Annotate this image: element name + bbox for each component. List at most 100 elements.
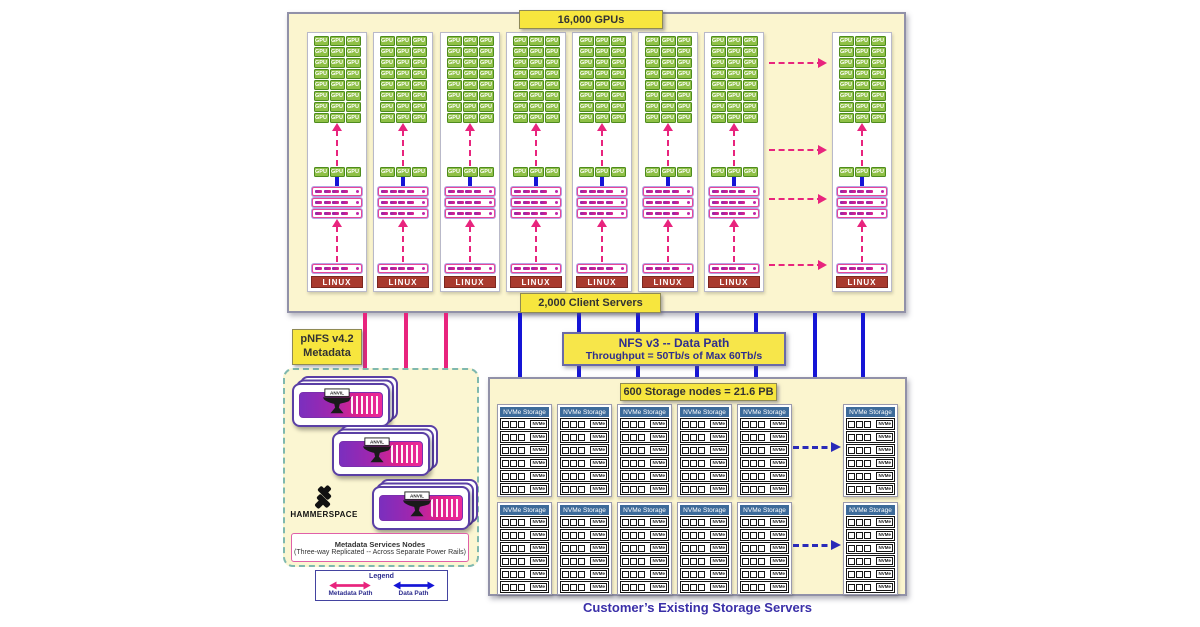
nvme-drive-row: NVMe (620, 470, 669, 482)
nvme-drive-label: NVMe (710, 544, 727, 552)
nvme-drive-label: NVMe (650, 485, 667, 493)
gpu-chip: GPU (512, 47, 528, 57)
gpu-chip: GPU (411, 113, 427, 123)
gpu-chip: GPU (528, 47, 544, 57)
gpu-chip: GPU (462, 167, 478, 177)
hammerspace-brand-text: HAMMERSPACE (290, 510, 358, 519)
gpu-chip: GPU (870, 80, 886, 90)
gpu-chip: GPU (544, 69, 560, 79)
gpu-chip: GPU (329, 80, 345, 90)
gpu-chip: GPU (544, 36, 560, 46)
anvil-appliance: ANVIL (332, 432, 430, 476)
nvme-drive-label: NVMe (710, 485, 727, 493)
nvme-drive-row: NVMe (846, 431, 895, 443)
gpu-chip: GPU (313, 69, 329, 79)
gpu-chip: GPU (870, 69, 886, 79)
gpu-chip: GPU (528, 167, 544, 177)
gpu-chip: GPU (610, 36, 626, 46)
data-connector (860, 177, 864, 186)
nvme-drive-label: NVMe (590, 531, 607, 539)
gpu-chip: GPU (578, 102, 594, 112)
gpu-chip: GPU (870, 58, 886, 68)
nvme-node-header: NVMe Storage (500, 407, 549, 417)
gpu-chip: GPU (446, 80, 462, 90)
gpu-chip: GPU (395, 91, 411, 101)
nvme-drive-label: NVMe (530, 420, 547, 428)
client-server (837, 209, 887, 218)
nvme-drive-label: NVMe (530, 485, 547, 493)
gpu-chip: GPU (395, 113, 411, 123)
client-server (511, 187, 561, 196)
metadata-up-arrow-icon (641, 219, 695, 263)
gpu-chip: GPU (379, 47, 395, 57)
gpu-chip: GPU (544, 47, 560, 57)
nvme-drive-label: NVMe (770, 544, 787, 552)
anvil-appliance: ANVIL (372, 486, 470, 530)
nvme-drive-row: NVMe (740, 444, 789, 456)
gpu-chip: GPU (329, 167, 345, 177)
gpu-chip: GPU (313, 102, 329, 112)
metadata-up-arrow-icon (835, 123, 889, 167)
nvme-drive-row: NVMe (846, 418, 895, 430)
gpu-chip: GPU (578, 36, 594, 46)
gpu-chip: GPU (742, 167, 758, 177)
gpu-chip: GPU (313, 91, 329, 101)
nvme-drive-row: NVMe (620, 555, 669, 567)
legend: Legend Metadata Path Data Path (315, 570, 448, 601)
gpu-chip: GPU (462, 69, 478, 79)
nvme-drive-row: NVMe (560, 418, 609, 430)
nvme-drive-label: NVMe (590, 570, 607, 578)
nvme-drive-label: NVMe (710, 583, 727, 591)
client-server (445, 209, 495, 218)
gpu-chip: GPU (329, 36, 345, 46)
svg-text:ANVIL: ANVIL (330, 391, 344, 396)
nvme-drive-label: NVMe (710, 433, 727, 441)
nvme-drive-row: NVMe (740, 483, 789, 495)
nvme-drive-label: NVMe (650, 420, 667, 428)
gpu-chip: GPU (742, 113, 758, 123)
gpu-chip: GPU (411, 69, 427, 79)
gpu-chip: GPU (462, 36, 478, 46)
gpu-chip: GPU (512, 58, 528, 68)
gpu-chip: GPU (854, 113, 870, 123)
gpu-chip: GPU (742, 80, 758, 90)
client-server (577, 198, 627, 207)
gpu-chip: GPU (742, 47, 758, 57)
data-connector (600, 177, 604, 186)
gpu-chip: GPU (379, 58, 395, 68)
nvme-drive-label: NVMe (876, 472, 893, 480)
nvme-drive-label: NVMe (530, 570, 547, 578)
client-server (577, 209, 627, 218)
data-connector (666, 177, 670, 186)
gpu-chip: GPU (644, 47, 660, 57)
gpu-chip: GPU (660, 113, 676, 123)
nvme-drive-label: NVMe (876, 446, 893, 454)
nvme-drive-label: NVMe (650, 557, 667, 565)
gpu-chip: GPU (345, 167, 361, 177)
gpu-chip: GPU (313, 47, 329, 57)
metadata-up-arrow-icon (707, 219, 761, 263)
storage-continuation-arrow-icon (793, 540, 841, 550)
gpu-chip: GPU (838, 102, 854, 112)
nvme-drive-row: NVMe (740, 542, 789, 554)
gpu-chip: GPU (512, 167, 528, 177)
nvme-drive-label: NVMe (770, 446, 787, 454)
gpu-chip: GPU (594, 113, 610, 123)
hammerspace-logo: HAMMERSPACE (290, 484, 358, 519)
metadata-up-arrow-icon (707, 123, 761, 167)
gpu-chip: GPU (478, 80, 494, 90)
nvme-drive-label: NVMe (770, 433, 787, 441)
client-server (378, 264, 428, 273)
nvme-drive-row: NVMe (846, 444, 895, 456)
nvme-drive-row: NVMe (620, 529, 669, 541)
gpu-chip: GPU (726, 167, 742, 177)
nvme-drive-label: NVMe (770, 472, 787, 480)
client-server (378, 209, 428, 218)
gpu-chip: GPU (379, 69, 395, 79)
